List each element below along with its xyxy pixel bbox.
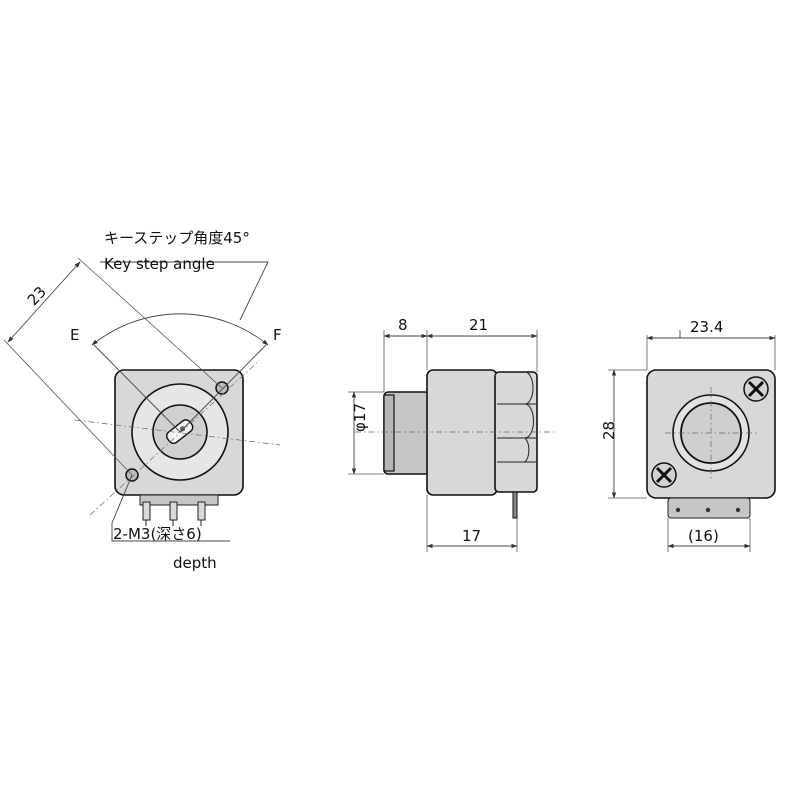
dim-diameter-label: φ17	[351, 403, 369, 432]
dim-terminal-span-label: (16)	[688, 527, 719, 545]
back-view: 23.4 28 (16)	[600, 318, 776, 552]
screw-bottom-left	[651, 462, 677, 488]
front-terminals	[139, 494, 219, 526]
tap-hole-note-en: depth	[173, 554, 217, 572]
screw-top-right	[743, 376, 769, 402]
key-step-angle-en-label: Key step angle	[104, 255, 215, 273]
side-body	[426, 369, 498, 496]
back-terminal-plate	[667, 497, 751, 519]
position-e-label: E	[70, 326, 79, 344]
front-view: E F キーステップ角度45° Key step angle 23 2-M3(深…	[3, 229, 282, 572]
dim-line-diagonal	[7, 261, 81, 343]
dim-front-length-label: 8	[398, 316, 408, 334]
dim-body-length-label: 21	[469, 316, 488, 334]
key-step-arc	[91, 313, 269, 346]
position-f-label: F	[273, 326, 282, 344]
dim-height-label: 28	[600, 421, 618, 440]
dim-bottom-length-label: 17	[462, 527, 481, 545]
tap-hole-note: 2-M3(深さ6)	[113, 525, 202, 543]
dim-diagonal-label: 23	[24, 283, 50, 309]
side-view: 8 21 φ17 17	[348, 316, 555, 552]
key-step-angle-jp-label: キーステップ角度45°	[104, 229, 250, 247]
dim-width-label: 23.4	[690, 318, 723, 336]
